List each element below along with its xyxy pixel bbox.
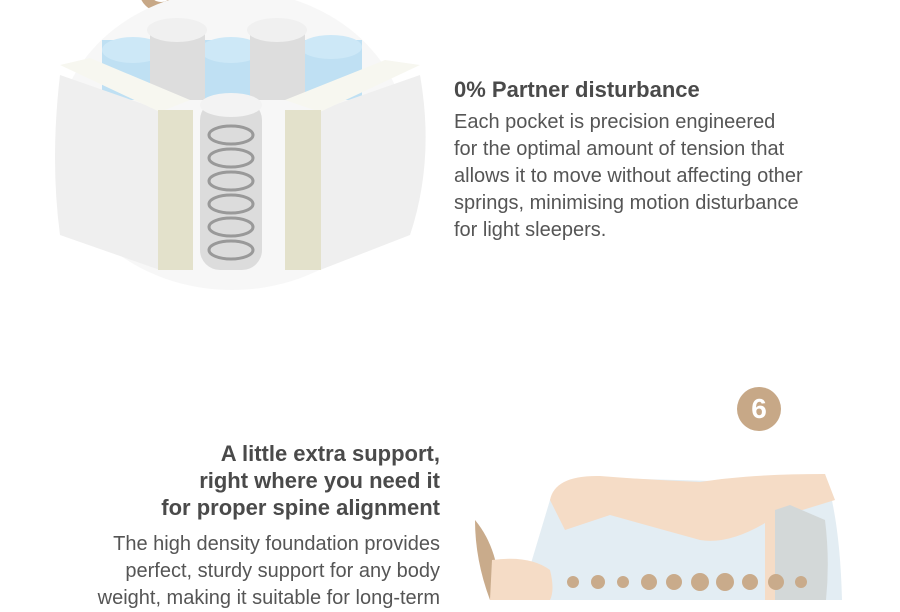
description-line: allows it to move without affecting othe…	[454, 165, 803, 187]
description-line: for the optimal amount of tension that	[454, 138, 785, 160]
title-line: right where you need it	[199, 468, 440, 493]
description-line: Each pocket is precision engineered	[454, 111, 776, 133]
description-line: for light sleepers.	[454, 219, 607, 241]
description-line: weight, making it suitable for long-term	[97, 587, 440, 609]
title-line: A little extra support,	[220, 441, 440, 466]
feature-title: 0% Partner disturbance	[454, 77, 700, 102]
pocket-spring-illustration	[55, 0, 426, 290]
description-line: The high density foundation provides	[113, 533, 440, 555]
spine-support-feature: A little extra support, right where you …	[20, 440, 440, 612]
spine-support-illustration	[475, 474, 842, 600]
description-line: perfect, sturdy support for any body	[125, 560, 440, 582]
feature-title: A little extra support, right where you …	[20, 440, 440, 521]
feature-description: Each pocket is precision engineered for …	[454, 109, 874, 244]
partner-disturbance-feature: 0% Partner disturbance Each pocket is pr…	[454, 76, 874, 244]
step-number-badge: 6	[737, 387, 781, 431]
description-line: springs, minimising motion disturbance	[454, 192, 799, 214]
title-line: for proper spine alignment	[161, 495, 440, 520]
